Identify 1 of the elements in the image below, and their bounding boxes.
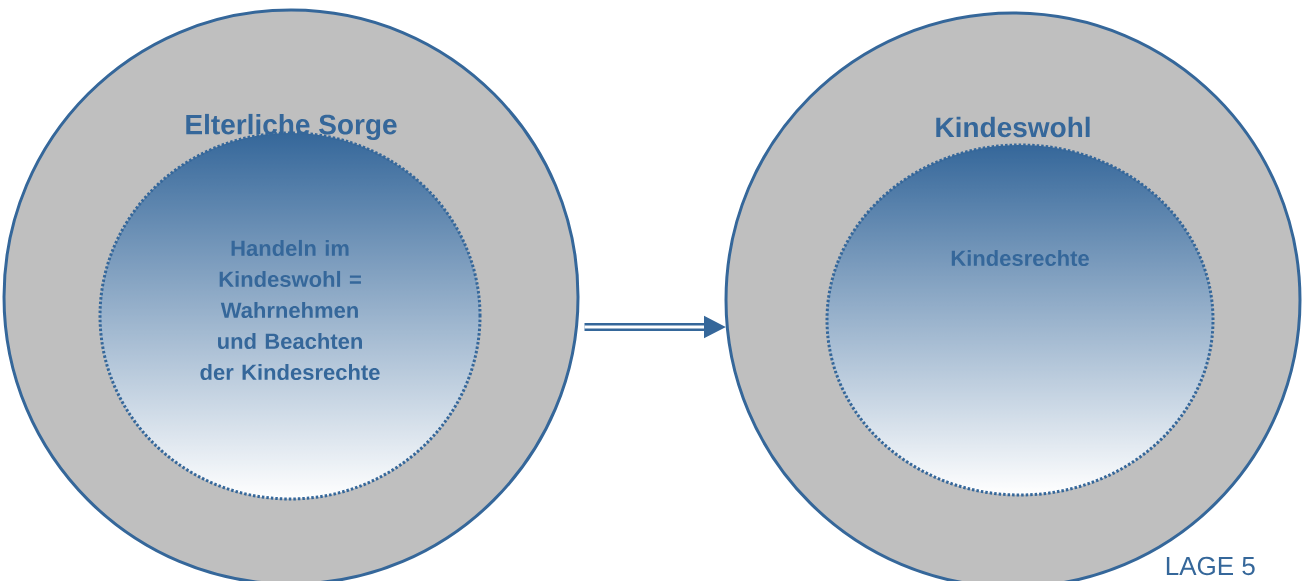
page-label: LAGE 5 — [1166, 556, 1255, 576]
